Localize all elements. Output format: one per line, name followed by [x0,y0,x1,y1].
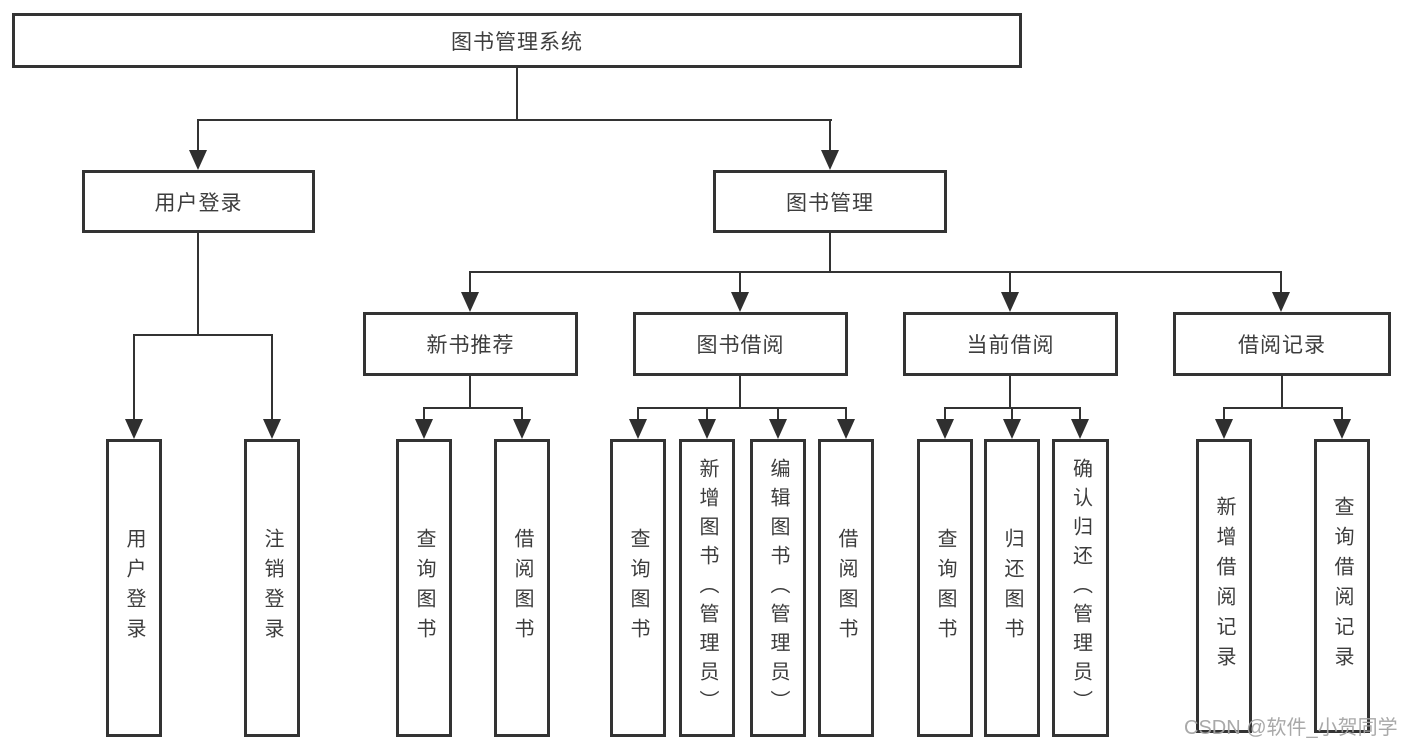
node-confirm-return-admin: 确认归还（管理员） [1052,439,1109,737]
arrow-down-icon [189,150,207,170]
node-query-books-recommend: 查询图书 [396,439,452,737]
node-current-borrowing-label: 当前借阅 [966,334,1055,357]
arrow-down-icon [837,419,855,439]
node-current-borrowing: 当前借阅 [903,312,1118,376]
arrow-down-icon [821,150,839,170]
arrow-down-icon [263,419,281,439]
connector-line [516,66,518,121]
arrow-down-icon [698,419,716,439]
node-borrowing-records-label: 借阅记录 [1238,334,1326,357]
node-query-books-current-label: 查询图书 [934,528,956,648]
connector-line [829,233,831,273]
arrow-down-icon [461,292,479,312]
node-book-borrowing: 图书借阅 [633,312,848,376]
connector-line [469,271,471,296]
node-add-borrow-record: 新增借阅记录 [1196,439,1252,733]
connector-line [271,334,273,422]
node-borrow-books-borrowing-label: 借阅图书 [835,528,857,648]
connector-line [521,407,523,423]
node-new-book-recommendation: 新书推荐 [363,312,578,376]
node-query-books-current: 查询图书 [917,439,973,737]
watermark: CSDN @软件_小贺同学 [1184,717,1398,739]
arrow-down-icon [1001,292,1019,312]
node-new-book-recommendation-label: 新书推荐 [426,334,515,357]
node-user-login-action-label: 用户登录 [123,528,145,648]
node-add-books-admin-label: 新增图书（管理员） [696,457,718,719]
node-query-books-recommend-label: 查询图书 [413,528,435,648]
arrow-down-icon [936,419,954,439]
node-library-system: 图书管理系统 [12,13,1022,68]
connector-line [637,407,847,409]
connector-line [1009,376,1011,409]
connector-line [1223,407,1343,409]
connector-line [469,271,1282,273]
node-book-borrowing-label: 图书借阅 [696,334,785,357]
node-user-login: 用户登录 [82,170,315,233]
connector-line [1011,407,1013,423]
arrow-down-icon [513,419,531,439]
node-add-books-admin: 新增图书（管理员） [679,439,735,737]
node-edit-books-admin-label: 编辑图书（管理员） [767,457,789,719]
connector-line [1341,407,1343,423]
node-add-borrow-record-label: 新增借阅记录 [1213,496,1235,676]
arrow-down-icon [415,419,433,439]
connector-line [944,407,946,423]
node-query-books-borrowing-label: 查询图书 [627,528,649,648]
connector-line [1223,407,1225,423]
arrow-down-icon [1071,419,1089,439]
node-user-login-action: 用户登录 [106,439,162,737]
node-book-management-label: 图书管理 [786,191,874,215]
connector-line [423,407,523,409]
connector-line [706,407,708,423]
arrow-down-icon [1272,292,1290,312]
connector-line [739,271,741,296]
connector-line [845,407,847,423]
node-user-login-label: 用户登录 [154,191,243,215]
connector-line [423,407,425,423]
connector-line [1281,376,1283,409]
node-query-books-borrowing: 查询图书 [610,439,666,737]
node-edit-books-admin: 编辑图书（管理员） [750,439,806,737]
connector-line [1009,271,1011,296]
arrow-down-icon [731,292,749,312]
connector-line [197,119,199,153]
connector-line [133,334,135,422]
connector-line [1079,407,1081,423]
arrow-down-icon [769,419,787,439]
arrow-down-icon [629,419,647,439]
connector-line [829,119,831,153]
node-borrowing-records: 借阅记录 [1173,312,1391,376]
node-borrow-books-recommend: 借阅图书 [494,439,550,737]
connector-line [777,407,779,423]
connector-line [133,334,273,336]
node-query-borrow-record-label: 查询借阅记录 [1331,496,1353,676]
connector-line [197,119,832,121]
arrow-down-icon [1333,419,1351,439]
arrow-down-icon [1003,419,1021,439]
connector-line [469,376,471,409]
node-logout-action-label: 注销登录 [261,528,283,648]
connector-line [637,407,639,423]
node-library-system-label: 图书管理系统 [451,30,583,54]
node-book-management: 图书管理 [713,170,947,233]
node-return-books: 归还图书 [984,439,1040,737]
node-confirm-return-admin-label: 确认归还（管理员） [1069,457,1092,719]
arrow-down-icon [1215,419,1233,439]
node-query-borrow-record: 查询借阅记录 [1314,439,1370,733]
node-return-books-label: 归还图书 [1001,528,1023,648]
arrow-down-icon [125,419,143,439]
connector-line [1280,271,1282,296]
node-borrow-books-recommend-label: 借阅图书 [511,528,533,648]
connector-line [739,376,741,409]
node-borrow-books-borrowing: 借阅图书 [818,439,874,737]
connector-line [197,233,199,336]
node-logout-action: 注销登录 [244,439,300,737]
